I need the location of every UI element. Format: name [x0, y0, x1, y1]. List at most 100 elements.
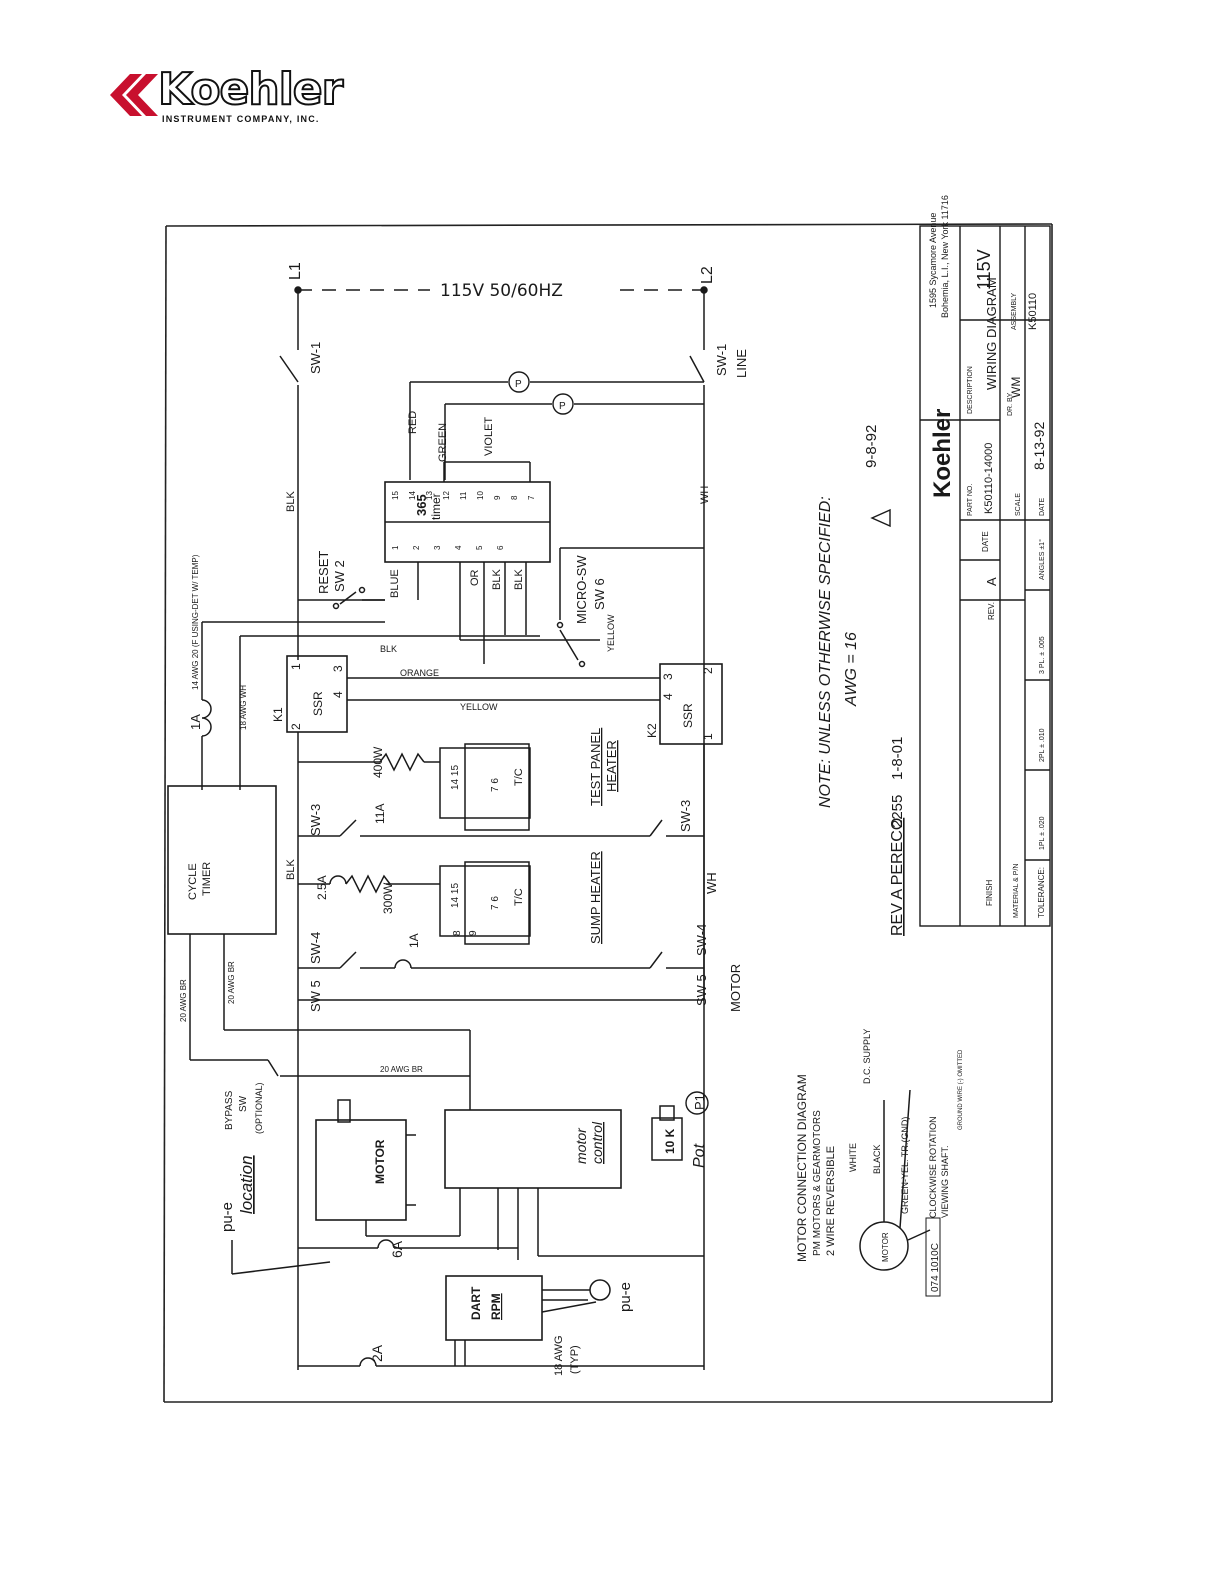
timer-pin-label: 13	[425, 491, 434, 500]
motor-conn-cw-b: VIEWING SHAFT.	[940, 1145, 950, 1218]
timer-pin-label: 14	[408, 491, 417, 500]
rev-number: 2255	[889, 795, 906, 828]
motor-control-b: control	[589, 1121, 605, 1164]
motor-conn-motor: MOTOR	[881, 1232, 890, 1262]
tc-label-a: T/C	[513, 768, 525, 786]
a1a-label: 1A	[407, 933, 421, 948]
timer-pin-label: 1	[391, 545, 400, 550]
bypass-label-c: (OPTIONAL)	[254, 1082, 264, 1134]
ssr2-t2: 2	[701, 667, 715, 674]
reset-label-a: RESET	[316, 551, 331, 594]
wire-awg20br-label: 20 AWG BR	[179, 979, 188, 1022]
sw1-line-a: SW-1	[714, 344, 729, 376]
notes: NOTE: UNLESS OTHERWISE SPECIFIED: AWG = …	[817, 425, 906, 936]
supply-labels: L1 L2 115V 50/60HZ	[287, 262, 716, 301]
wire-typ-label: (TYP)	[569, 1345, 581, 1374]
wire-awg20br2-label: 20 AWG BR	[227, 961, 236, 1004]
tb-rev: A	[984, 577, 999, 586]
tb-angles: ANGLES ±1°	[1038, 539, 1046, 580]
test-panel-label-a: TEST PANEL	[588, 728, 603, 806]
sw3b-label: SW-3	[678, 800, 693, 832]
tb-assembly-label: ASSEMBLY	[1011, 292, 1018, 330]
timer-pin-label: 12	[442, 491, 451, 500]
wire-violet-label: VIOLET	[483, 417, 495, 456]
tb-date: 8-13-92	[1031, 422, 1047, 470]
sw1-label: SW-1	[308, 342, 323, 374]
a11-label: 11A	[373, 804, 387, 824]
wire-labels: BLK WH RED GREEN VIOLET BLUE OR BLK BLK …	[179, 411, 719, 1376]
ssr2-label: SSR	[681, 703, 695, 728]
pue-label: pu-e	[617, 1282, 634, 1312]
l2-label: L2	[699, 266, 716, 284]
tb-description-b: WIRING DIAGRAM	[984, 277, 999, 390]
heater-pins-b: 7 6	[490, 778, 501, 792]
tb-material: MATERIAL & P/N	[1013, 864, 1020, 918]
sw5b-label: SW 5	[694, 974, 709, 1006]
ssr-labels: K1 SSR 1 2 3 4 K2 SSR 1 2 3 4	[271, 663, 715, 740]
w300-label: 300W	[381, 882, 395, 914]
wire-green-label: GREEN	[437, 423, 449, 462]
timer-block: 365 timer	[414, 493, 443, 520]
k2-label: K2	[645, 723, 659, 738]
tb-address-a: 1595 Sycamore Avenue	[928, 213, 938, 308]
pot-10k: 10 K	[663, 1128, 677, 1154]
koehler-logo: Koehler INSTRUMENT COMPANY, INC.	[108, 63, 344, 130]
logo-company: INSTRUMENT COMPANY, INC.	[162, 114, 320, 124]
pu-location-b: location	[237, 1155, 256, 1214]
sw4-label: SW-4	[308, 932, 323, 964]
tb-tol1: 1PL ± .020	[1039, 816, 1046, 850]
sw1-line-b: LINE	[734, 349, 749, 378]
tb-date-col: DATE	[981, 531, 990, 552]
tb-logo: Koehler	[929, 409, 956, 498]
ssr1-label: SSR	[311, 691, 325, 716]
wire-yellow-label: YELLOW	[606, 614, 616, 652]
sump-heater-label: SUMP HEATER	[588, 851, 603, 944]
heater-pins-f: 9	[468, 930, 479, 936]
motor-conn-greenyel: GREEN-YEL. TR.(GND)	[900, 1117, 910, 1214]
wire-yellow2-label: YELLOW	[460, 702, 498, 712]
voltage-label: 115V 50/60HZ	[440, 281, 563, 301]
timer-pin-label: 6	[496, 545, 505, 550]
tb-tol3: 3 PL. ± .005	[1039, 636, 1046, 674]
wire-awg18-label: 18 AWG	[553, 1335, 565, 1376]
motor-label: MOTOR	[373, 1139, 387, 1184]
timer-pin-label: 15	[391, 491, 400, 500]
bypass-label-b: SW	[238, 1095, 249, 1112]
ssr2-t3: 3	[661, 673, 675, 680]
tb-description-a: 115V	[974, 249, 994, 290]
wire-or-label: OR	[469, 569, 481, 586]
tb-part-label: PART NO.	[967, 484, 974, 516]
tb-rev-label: REV.	[987, 602, 996, 620]
fuse-labels: 1A 6A 2A	[188, 714, 405, 1362]
wire-wh-label: WH	[699, 486, 711, 504]
rev-date2: 1-8-01	[889, 737, 906, 780]
cycle-timer-labels: CYCLE TIMER	[187, 862, 213, 900]
heater-labels: TEST PANEL HEATER SUMP HEATER 400W 300W …	[315, 728, 619, 948]
title-block-text: 1595 Sycamore Avenue Bohemia, L.I., New …	[928, 195, 1047, 918]
motor-labels: MOTOR pu-e location motor control 10 K P…	[219, 1094, 708, 1320]
pilot-lamps	[508, 371, 574, 415]
rpm-label: RPM	[489, 1293, 503, 1320]
logo-brand: Koehler	[157, 63, 344, 116]
micro-label-a: MICRO-SW	[574, 555, 589, 624]
tb-address-b: Bohemia, L.I., New York 11716	[940, 195, 950, 318]
motor-conn-part-box	[925, 1217, 941, 1297]
motor-conn-ground: GROUND WIRE (-) OMITTED	[958, 1049, 964, 1130]
timer-pin-label: 10	[476, 491, 485, 500]
tb-tolerance: TOLERANCE:	[1037, 867, 1046, 918]
fuse-6a-label: 6A	[389, 1240, 405, 1258]
ssr1-t3: 3	[331, 665, 345, 672]
title-block	[919, 225, 1051, 927]
motor-conn-black: BLACK	[872, 1144, 882, 1174]
timer-pin-label: 5	[475, 545, 484, 550]
test-panel-label-b: HEATER	[604, 740, 619, 792]
wire-blk4-label: BLK	[380, 644, 397, 654]
switch-labels: SW-1 SW-1 LINE RESET SW 2 MICRO-SW SW 6 …	[224, 342, 749, 1134]
sw5-label: SW 5	[308, 980, 323, 1012]
wire-red-label: RED	[407, 411, 419, 434]
tb-tol2: 2PL ± .010	[1039, 728, 1046, 762]
bypass-label-a: BYPASS	[224, 1090, 235, 1130]
motor-conn-part: 074 1010C	[930, 1243, 941, 1292]
